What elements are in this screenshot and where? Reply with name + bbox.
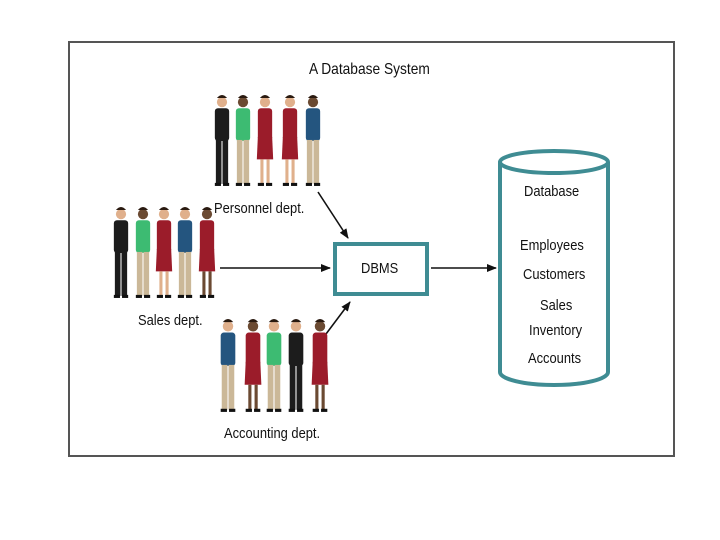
person-figure	[311, 318, 329, 412]
database-item-employees: Employees	[520, 237, 584, 254]
personnel-people-illustration	[214, 94, 321, 186]
person-figure	[113, 206, 129, 298]
database-item-customers: Customers	[523, 266, 586, 283]
database-item-inventory: Inventory	[529, 322, 583, 339]
sales-people-illustration	[113, 206, 216, 298]
database-item-accounts: Accounts	[528, 350, 582, 367]
personnel-dept-label: Personnel dept.	[214, 200, 305, 217]
person-figure	[244, 318, 262, 412]
arrow-accounting-to-dbms	[322, 301, 351, 339]
accounting-people-illustration	[220, 318, 329, 412]
person-figure	[155, 206, 173, 298]
person-figure	[135, 206, 151, 298]
person-figure	[288, 318, 304, 412]
person-figure	[177, 206, 193, 298]
person-figure	[305, 94, 321, 186]
sales-dept-label: Sales dept.	[138, 312, 203, 329]
person-figure	[235, 94, 251, 186]
database-title: Database	[524, 183, 580, 200]
database-item-sales: Sales	[540, 297, 573, 314]
accounting-dept-label: Accounting dept.	[224, 425, 321, 442]
person-figure	[266, 318, 282, 412]
person-figure	[281, 94, 299, 186]
person-figure	[198, 206, 216, 298]
database-cylinder	[498, 149, 610, 387]
dbms-box	[333, 242, 429, 296]
diagram-title: A Database System	[309, 61, 430, 78]
person-figure	[214, 94, 230, 186]
dbms-label: DBMS	[361, 260, 399, 277]
arrow-personnel-to-dbms	[317, 191, 349, 239]
person-figure	[256, 94, 274, 186]
person-figure	[220, 318, 236, 412]
